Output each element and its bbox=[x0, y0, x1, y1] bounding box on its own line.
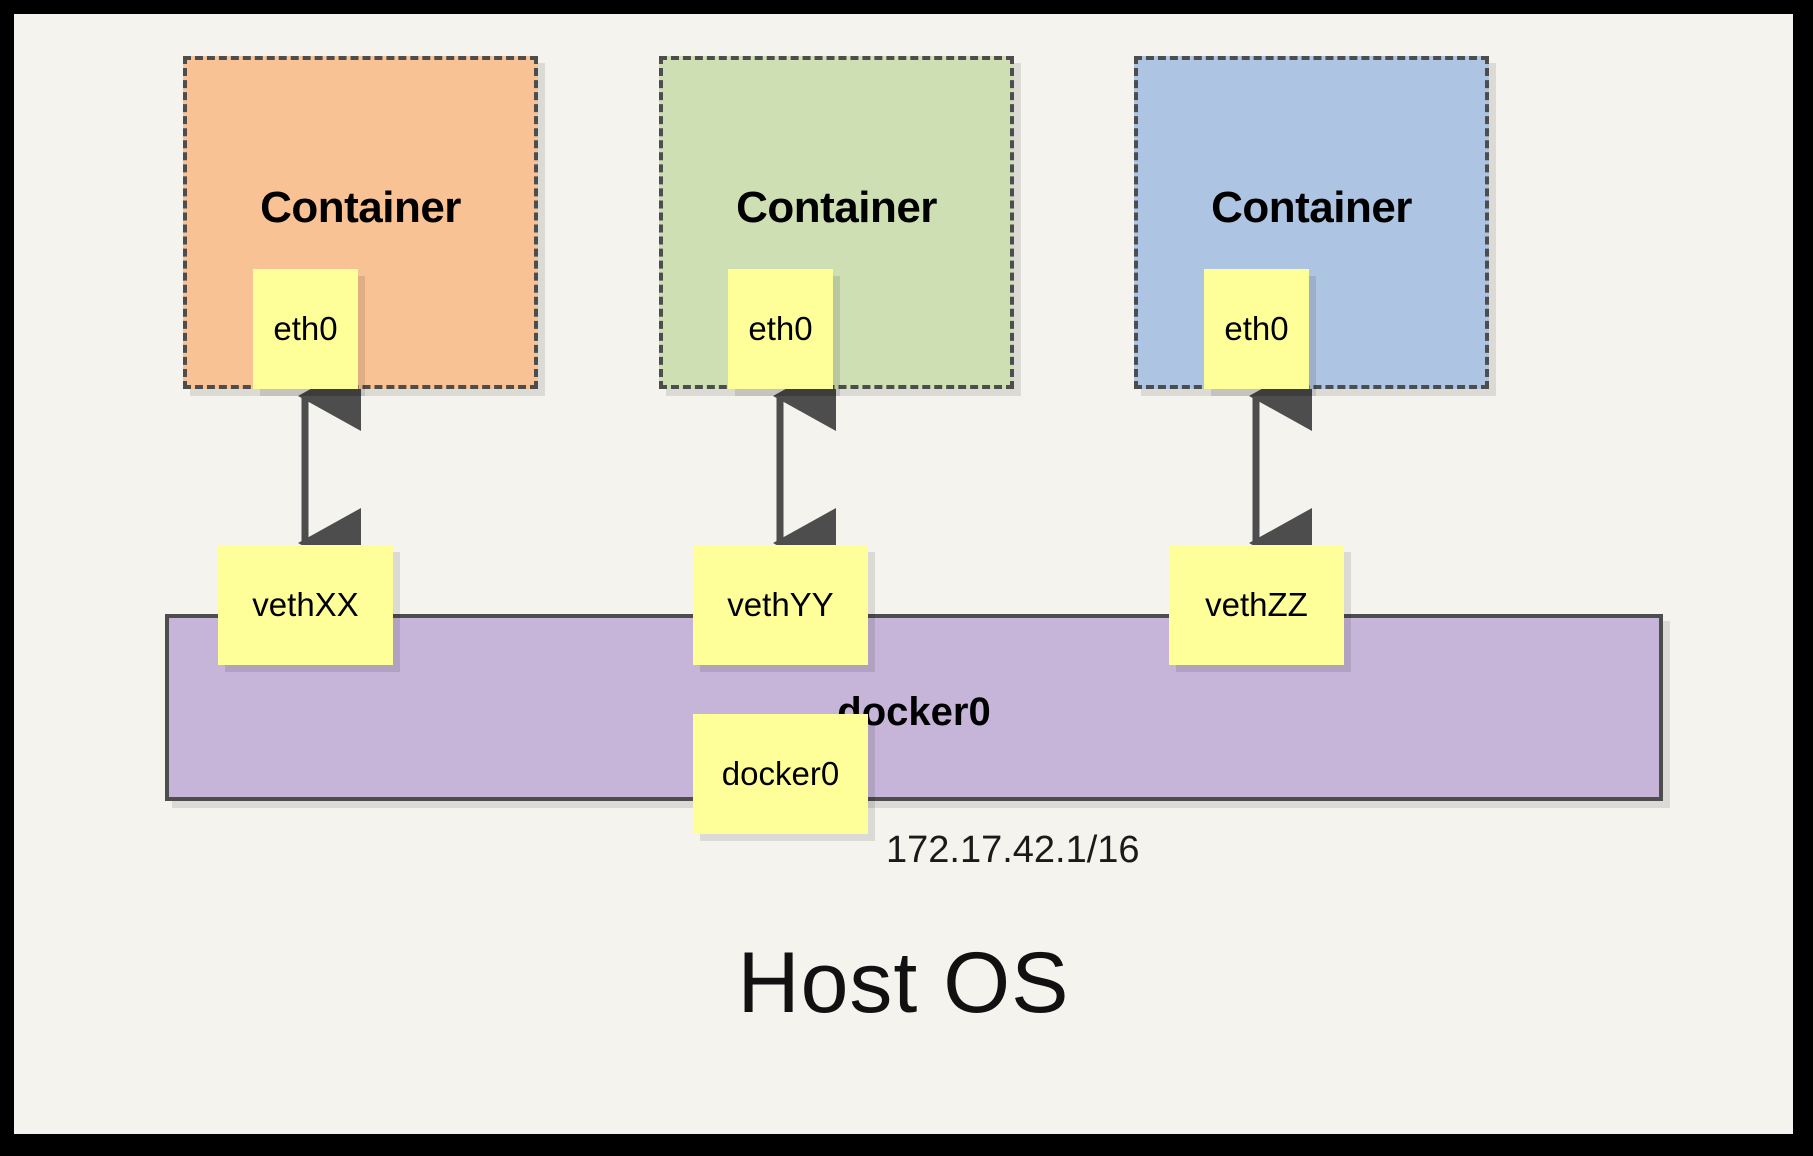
diagram-page: docker0 Container eth0 bbox=[14, 14, 1793, 1134]
vethyy-box[interactable]: vethYY bbox=[693, 545, 868, 665]
container-1-eth0-label: eth0 bbox=[273, 310, 338, 347]
docker0-interface-label: docker0 bbox=[721, 755, 840, 792]
container-title-3: Container bbox=[1211, 183, 1412, 232]
container-box-3[interactable]: Container bbox=[1134, 56, 1489, 389]
vethyy-label: vethYY bbox=[727, 586, 834, 623]
container-3-eth0[interactable]: eth0 bbox=[1204, 269, 1309, 389]
vethzz-label: vethZZ bbox=[1205, 586, 1308, 623]
container-box-1[interactable]: Container bbox=[183, 56, 538, 389]
container-title-1: Container bbox=[260, 183, 461, 232]
container-box-2[interactable]: Container bbox=[659, 56, 1014, 389]
host-os-title: Host OS bbox=[737, 935, 1070, 1031]
docker0-bridge-label: docker0 bbox=[837, 690, 991, 734]
container-3-eth0-label: eth0 bbox=[1224, 310, 1289, 347]
container-title-2: Container bbox=[736, 183, 937, 232]
vethxx-label: vethXX bbox=[252, 586, 359, 623]
container-2-eth0[interactable]: eth0 bbox=[728, 269, 833, 389]
vethxx-box[interactable]: vethXX bbox=[218, 545, 393, 665]
docker0-ip-label: 172.17.42.1/16 bbox=[886, 829, 1140, 871]
container-2-eth0-label: eth0 bbox=[748, 310, 813, 347]
docker0-interface-box[interactable]: docker0 bbox=[693, 714, 868, 834]
container-1-eth0[interactable]: eth0 bbox=[253, 269, 358, 389]
vethzz-box[interactable]: vethZZ bbox=[1169, 545, 1344, 665]
